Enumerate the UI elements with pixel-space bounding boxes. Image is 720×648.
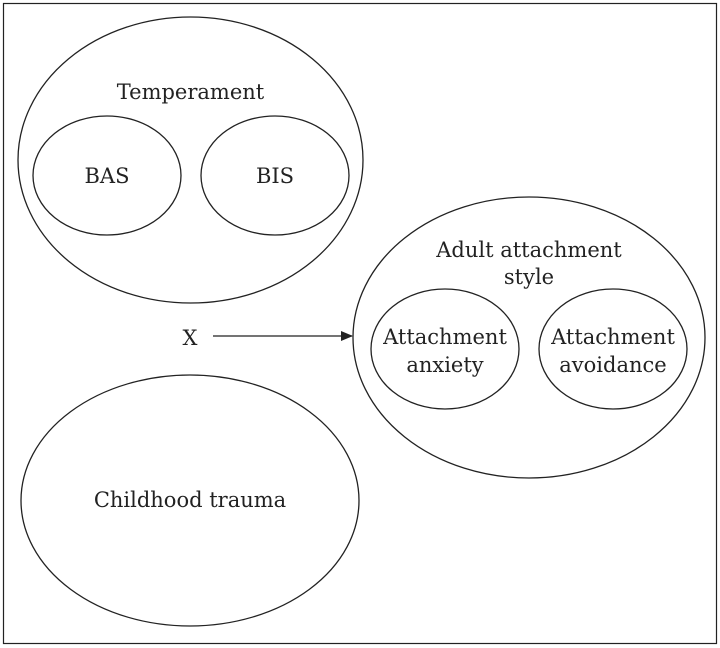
interaction-x-label: X — [183, 326, 198, 350]
bis-label: BIS — [256, 164, 294, 188]
temperament-label: Temperament — [117, 80, 265, 104]
attachment-avoidance-ellipse — [538, 288, 688, 410]
bis-ellipse — [200, 115, 350, 236]
attachment-anxiety-ellipse — [370, 288, 520, 410]
childhood-trauma-label: Childhood trauma — [94, 488, 286, 512]
attachment-anxiety-label-line2: anxiety — [406, 353, 483, 377]
attachment-anxiety-label-line1: Attachment — [382, 325, 507, 349]
childhood-trauma-ellipse — [20, 374, 360, 627]
adult-attachment-label-line1: Adult attachment — [435, 238, 622, 262]
adult-attachment-label-line2: style — [504, 265, 554, 289]
adult-attachment-ellipse — [352, 196, 706, 479]
attachment-avoidance-label-line2: avoidance — [559, 353, 666, 377]
bas-ellipse — [32, 115, 182, 236]
bas-label: BAS — [85, 164, 130, 188]
temperament-ellipse — [17, 16, 364, 304]
attachment-avoidance-label-line1: Attachment — [550, 325, 675, 349]
